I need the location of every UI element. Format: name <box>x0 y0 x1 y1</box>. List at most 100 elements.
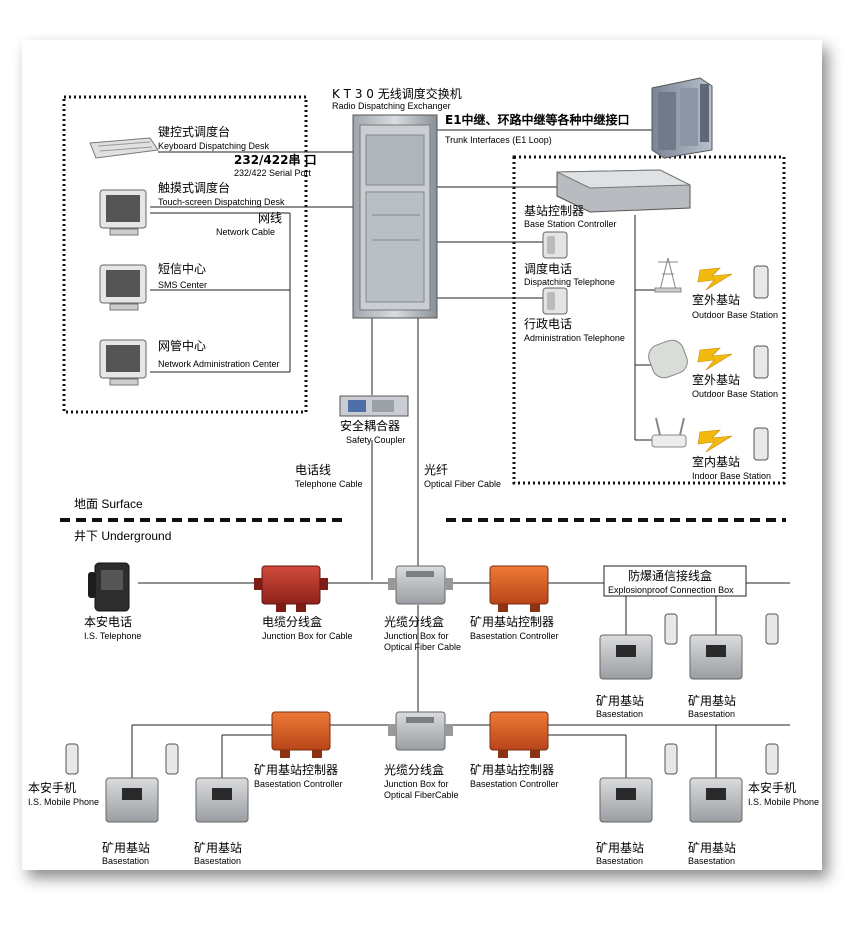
mine-bs-6-label-en: Basestation <box>688 856 735 866</box>
surface-mobile-phones <box>753 265 769 461</box>
nms-label-en: Network Administration Center <box>158 359 280 369</box>
indoor-bs-label-zh: 室内基站 <box>692 454 740 469</box>
serial-label-en: 232/422 Serial Port <box>234 168 312 178</box>
keyboard-icon <box>89 137 159 159</box>
jb-fiber-1-label-en1: Junction Box for <box>384 631 449 641</box>
surface-terminal-frame <box>62 95 308 414</box>
netcable-label-zh: 网线 <box>258 211 282 225</box>
sms-label-en: SMS Center <box>158 280 207 290</box>
wireless-bolts <box>697 267 733 453</box>
bsc-label-zh: 基站控制器 <box>524 204 584 218</box>
serial-label-zh: 232/422串 口 <box>234 152 317 167</box>
mine-bs-3-label-zh: 矿用基站 <box>102 841 150 855</box>
touch-label-zh: 触摸式调度台 <box>158 180 230 195</box>
jb-cable-label-zh: 电缆分线盒 <box>262 614 322 629</box>
outdoor-cylinder-icon <box>648 339 688 379</box>
mine-bs-4-label-zh: 矿用基站 <box>194 841 242 855</box>
outdoor-bs-1-label-zh: 室外基站 <box>692 292 740 307</box>
safety-coupler-icon <box>339 395 409 417</box>
trunk-label-zh: E1中继、环路中继等各种中继接口 <box>445 112 630 127</box>
mobile-right-label-zh: 本安手机 <box>748 780 796 795</box>
is-telephone-label-zh: 本安电话 <box>84 614 132 629</box>
mobile-left-label-zh: 本安手机 <box>28 780 76 795</box>
jb-cable-label-en: Junction Box for Cable <box>262 631 353 641</box>
indoor-ap-icon <box>651 417 687 448</box>
mine-bs-6-label-zh: 矿用基站 <box>688 841 736 855</box>
ex-box-label-en: Explosionproof Connection Box <box>608 585 734 595</box>
mine-bsc-1-label-en: Basestation Controller <box>470 631 559 641</box>
admin-phone-label-en: Administration Telephone <box>524 333 625 343</box>
mine-bsc-1-label-zh: 矿用基站控制器 <box>470 615 554 629</box>
is-telephone-icon <box>88 562 130 612</box>
admin-telephone-icon <box>542 287 568 315</box>
underground-mobile-phones <box>65 613 779 775</box>
outdoor-tower-icon <box>654 257 682 293</box>
nms-monitor-icon <box>99 339 147 386</box>
trunk-label-en: Trunk Interfaces (E1 Loop) <box>445 135 552 145</box>
sms-monitor-icon <box>99 264 147 311</box>
mine-bsc-2-icon <box>271 711 331 758</box>
sms-label-zh: 短信中心 <box>158 261 206 276</box>
mine-bs-3-label-en: Basestation <box>102 856 149 866</box>
touch-label-en: Touch-screen Dispatching Desk <box>158 197 285 207</box>
coupler-label-zh: 安全耦合器 <box>340 418 400 433</box>
mine-bs-1-label-zh: 矿用基站 <box>596 694 644 708</box>
fiber-junction-box-1-icon <box>388 565 453 605</box>
basestation-screens <box>122 645 726 800</box>
mine-bs-5-label-en: Basestation <box>596 856 643 866</box>
mine-bsc-3-label-en: Basestation Controller <box>470 779 559 789</box>
jb-fiber-2-label-en1: Junction Box for <box>384 779 449 789</box>
indoor-bs-label-en: Indoor Base Station <box>692 471 771 481</box>
connection-lines <box>131 129 790 778</box>
nms-label-zh: 网管中心 <box>158 338 206 353</box>
outdoor-bs-2-label-zh: 室外基站 <box>692 372 740 387</box>
exchanger-label-en: Radio Dispatching Exchanger <box>332 101 451 111</box>
mine-bs-4-label-en: Basestation <box>194 856 241 866</box>
telcable-label-en: Telephone Cable <box>295 479 363 489</box>
admin-phone-label-zh: 行政电话 <box>524 317 572 331</box>
labels: K T 3 0 无线调度交换机 Radio Dispatching Exchan… <box>28 86 819 866</box>
jb-fiber-2-label-en2: Optical FiberCable <box>384 790 459 800</box>
keyboard-label-zh: 键控式调度台 <box>158 124 230 139</box>
coupler-label-en: Safety Coupler <box>346 435 406 445</box>
trunk-server-icon <box>651 77 713 159</box>
surface-label: 地面 Surface <box>74 497 143 511</box>
dispatch-phone-label-zh: 调度电话 <box>524 261 572 276</box>
bsc-label-en: Base Station Controller <box>524 219 617 229</box>
exchanger-label-zh: K T 3 0 无线调度交换机 <box>332 86 462 101</box>
mine-bsc-2-label-en: Basestation Controller <box>254 779 343 789</box>
mine-bsc-3-label-zh: 矿用基站控制器 <box>470 763 554 777</box>
mine-bsc-1-icon <box>489 565 549 612</box>
mine-bs-5-label-zh: 矿用基站 <box>596 841 644 855</box>
telcable-label-zh: 电话线 <box>295 463 331 477</box>
keyboard-label-en: Keyboard Dispatching Desk <box>158 141 270 151</box>
mine-bs-2-label-zh: 矿用基站 <box>688 694 736 708</box>
jb-fiber-1-label-zh: 光缆分线盒 <box>384 614 444 629</box>
base-station-frame <box>512 155 786 485</box>
mine-bsc-2-label-zh: 矿用基站控制器 <box>254 763 338 777</box>
mine-bs-2-label-en: Basestation <box>688 709 735 719</box>
cable-junction-box-icon <box>254 565 328 612</box>
mine-bsc-3-icon <box>489 711 549 758</box>
ex-box-label-zh: 防爆通信接线盒 <box>628 568 712 583</box>
mobile-left-label-en: I.S. Mobile Phone <box>28 797 99 807</box>
jb-fiber-1-label-en2: Optical Fiber Cable <box>384 642 461 652</box>
exchanger-cabinet <box>352 114 438 319</box>
fiber-label-zh: 光纤 <box>424 463 448 477</box>
mobile-right-label-en: I.S. Mobile Phone <box>748 797 819 807</box>
ex-box-frame <box>603 565 747 597</box>
dispatch-telephone-icon <box>542 231 568 259</box>
outdoor-bs-1-label-en: Outdoor Base Station <box>692 310 778 320</box>
fiber-junction-box-2-icon <box>388 711 453 751</box>
dispatch-phone-label-en: Dispatching Telephone <box>524 277 615 287</box>
is-telephone-label-en: I.S. Telephone <box>84 631 141 641</box>
outdoor-bs-2-label-en: Outdoor Base Station <box>692 389 778 399</box>
underground-label: 井下 Underground <box>74 529 171 543</box>
touch-desk-monitor-icon <box>99 189 147 236</box>
netcable-label-en: Network Cable <box>216 227 275 237</box>
jb-fiber-2-label-zh: 光缆分线盒 <box>384 762 444 777</box>
fiber-label-en: Optical Fiber Cable <box>424 479 501 489</box>
bsc-device-icon <box>556 169 691 213</box>
mine-bs-1-label-en: Basestation <box>596 709 643 719</box>
